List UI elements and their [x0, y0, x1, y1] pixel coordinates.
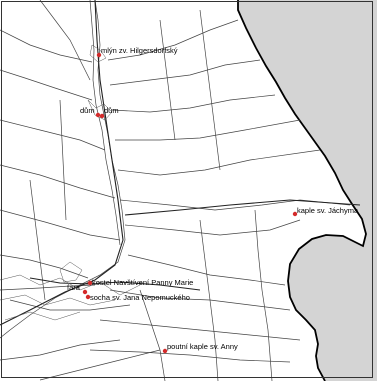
place-label: dům: [104, 106, 119, 115]
main-roads: [0, 0, 361, 326]
place-marker: [99, 113, 105, 119]
place-kaple-anny[interactable]: poutní kaple sv. Anny: [162, 342, 238, 354]
place-marker: [95, 112, 101, 118]
place-fara[interactable]: fara: [67, 283, 88, 295]
village-cluster: [0, 44, 141, 321]
place-label: poutní kaple sv. Anny: [167, 342, 238, 351]
place-marker: [162, 348, 168, 354]
place-dum-2[interactable]: dům: [99, 106, 119, 119]
place-kostel[interactable]: kostel Navštívení Panny Marie: [87, 278, 193, 287]
place-label: socha sv. Jana Nepomuckého: [90, 293, 190, 302]
boundary-line: [237, 0, 367, 381]
place-marker: [96, 52, 102, 58]
place-socha[interactable]: socha sv. Jana Nepomuckého: [85, 293, 190, 302]
place-kaple-jachyma[interactable]: kaple sv. Jáchyma: [292, 206, 359, 217]
place-mlyn[interactable]: mlýn zv. Hilgersdorfský: [96, 46, 178, 58]
place-dum-1[interactable]: dům: [80, 106, 101, 118]
place-label: fara: [67, 283, 81, 292]
outside-area: [238, 0, 377, 381]
place-marker: [87, 280, 93, 286]
place-label: kaple sv. Jáchyma: [297, 206, 359, 215]
place-label: kostel Navštívení Panny Marie: [92, 278, 193, 287]
place-label: dům: [80, 106, 95, 115]
road-network: [0, 0, 351, 381]
place-marker: [292, 211, 298, 217]
place-marker: [85, 294, 91, 300]
place-marker: [82, 289, 88, 295]
place-label: mlýn zv. Hilgersdorfský: [101, 46, 178, 55]
